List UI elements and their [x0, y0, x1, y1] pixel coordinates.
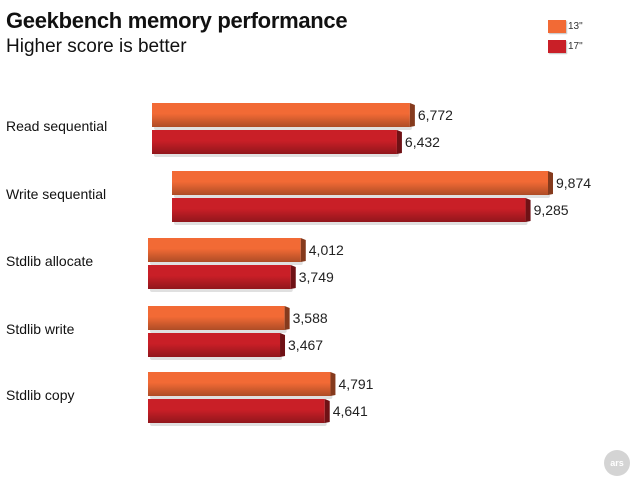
- chart-subtitle: Higher score is better: [6, 36, 187, 57]
- bar-cap-stdlib-allocate-17: [290, 265, 296, 289]
- bar-write-sequential-17: [172, 198, 526, 222]
- legend-item-13: 13": [548, 16, 583, 36]
- bar-cap-read-sequential-13: [409, 103, 415, 127]
- value-label-stdlib-copy-13: 4,791: [338, 376, 373, 392]
- bar-stdlib-copy-17: [148, 399, 325, 423]
- category-label-stdlib-copy: Stdlib copy: [6, 387, 74, 403]
- bar-stdlib-write-13: [148, 306, 285, 330]
- bar-read-sequential-17: [152, 130, 397, 154]
- bar-stdlib-allocate-13: [148, 238, 301, 262]
- chart-title: Geekbench memory performance: [6, 8, 348, 33]
- category-label-write-sequential: Write sequential: [6, 186, 106, 202]
- value-label-stdlib-copy-17: 4,641: [333, 403, 368, 419]
- bar-cap-stdlib-write-13: [284, 306, 290, 330]
- value-label-write-sequential-17: 9,285: [534, 202, 569, 218]
- legend-swatch-13: [548, 19, 566, 33]
- legend-item-17: 17": [548, 36, 583, 56]
- value-label-stdlib-write-13: 3,588: [293, 310, 328, 326]
- bar-cap-write-sequential-13: [548, 171, 553, 195]
- bar-cap-stdlib-copy-13: [330, 372, 336, 396]
- value-label-read-sequential-13: 6,772: [418, 107, 453, 123]
- bar-cap-stdlib-allocate-13: [300, 238, 306, 262]
- bar-write-sequential-13: [172, 171, 548, 195]
- category-label-read-sequential: Read sequential: [6, 118, 107, 134]
- bar-cap-stdlib-write-17: [280, 333, 286, 357]
- value-label-write-sequential-13: 9,874: [556, 175, 591, 191]
- category-label-stdlib-allocate: Stdlib allocate: [6, 253, 93, 269]
- value-label-read-sequential-17: 6,432: [405, 134, 440, 150]
- bar-stdlib-allocate-17: [148, 265, 291, 289]
- legend-swatch-17: [548, 39, 566, 53]
- bar-cap-stdlib-copy-17: [324, 399, 330, 423]
- category-label-stdlib-write: Stdlib write: [6, 321, 75, 337]
- legend-label-17: 17": [568, 40, 583, 52]
- value-label-stdlib-allocate-13: 4,012: [309, 242, 344, 258]
- bar-cap-write-sequential-17: [525, 198, 531, 222]
- bar-cap-read-sequential-17: [396, 130, 402, 154]
- bar-read-sequential-13: [152, 103, 410, 127]
- ars-logo: ars: [604, 450, 630, 476]
- chart-legend: 13" 17": [548, 16, 583, 56]
- bar-stdlib-copy-13: [148, 372, 331, 396]
- value-label-stdlib-write-17: 3,467: [288, 337, 323, 353]
- bar-stdlib-write-17: [148, 333, 281, 357]
- value-label-stdlib-allocate-17: 3,749: [299, 269, 334, 285]
- legend-label-13: 13": [568, 20, 583, 32]
